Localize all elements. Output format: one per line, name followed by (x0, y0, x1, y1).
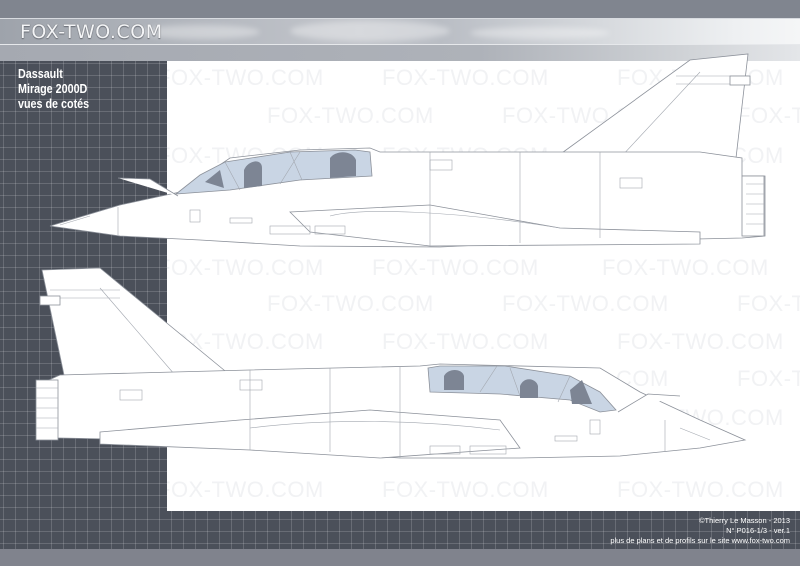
drawing-sheet: FOX-TWO.COM FOX-TWO.COM FOX-TWO.COM FOX-… (167, 61, 800, 511)
watermark-text: FOX-TWO.COM (617, 329, 784, 354)
watermark-text: FOX-TWO.COM (617, 65, 784, 90)
watermark-text: FOX-TWO.COM (617, 477, 784, 502)
watermark-text: FOX-TWO.COM (382, 143, 549, 168)
cloud-decoration (140, 25, 260, 39)
aircraft-maker: Dassault (18, 67, 63, 81)
watermark-text: FOX-TWO.COM (372, 255, 539, 280)
watermark-text: FOX-TWO.COM (502, 291, 669, 316)
watermark-text: FOX-TWO.COM (617, 405, 784, 430)
cloud-decoration (290, 21, 450, 41)
watermark-text: FOX-TWO.COM (617, 143, 784, 168)
watermark-text: FOX-TWO.COM (167, 255, 324, 280)
watermark-text: FOX-TWO.COM (502, 366, 669, 391)
watermark-text: FOX-TWO.COM (167, 405, 324, 430)
reference-number: N° P016-1/3 - ver.1 (726, 526, 790, 535)
site-logo: FOX-TWO.COM (20, 21, 163, 43)
header-top-band (0, 0, 800, 18)
watermark-text: FOX-TWO.COM (382, 329, 549, 354)
footer-band (0, 549, 800, 566)
watermark-text: FOX-TWO.COM (737, 291, 800, 316)
watermark-text: FOX-TWO.COM (382, 477, 549, 502)
copyright-text: ©Thierry Le Masson - 2013 (699, 516, 790, 525)
watermark-text: FOX-TWO.COM (737, 366, 800, 391)
watermark-text: FOX-TWO.COM (267, 103, 434, 128)
credits-block: ©Thierry Le Masson - 2013 N° P016-1/3 - … (610, 516, 790, 546)
watermark-text: FOX-TWO.COM (602, 255, 769, 280)
watermark-text: FOX-TWO.COM (167, 143, 324, 168)
aircraft-model: Mirage 2000D (18, 82, 88, 96)
site-info-text: plus de plans et de profils sur le site … (610, 536, 790, 545)
view-description: vues de cotés (18, 97, 90, 111)
header-under-band (0, 45, 800, 61)
watermark-text: FOX-TWO.COM (502, 103, 669, 128)
title-block: Dassault Mirage 2000D vues de cotés (18, 67, 89, 112)
watermark-text: FOX-TWO.COM (267, 291, 434, 316)
watermark-text: FOX-TWO.COM (167, 477, 324, 502)
header-banner: FOX-TWO.COM (0, 18, 800, 45)
watermark-text: FOX-TWO.COM (167, 329, 324, 354)
cloud-decoration (470, 27, 610, 39)
watermark-text: FOX-TWO.COM (737, 103, 800, 128)
watermark-text: FOX-TWO.COM (267, 366, 434, 391)
watermark-text: FOX-TWO.COM (382, 405, 549, 430)
watermark-text: FOX-TWO.COM (167, 65, 324, 90)
watermark-text: FOX-TWO.COM (382, 65, 549, 90)
